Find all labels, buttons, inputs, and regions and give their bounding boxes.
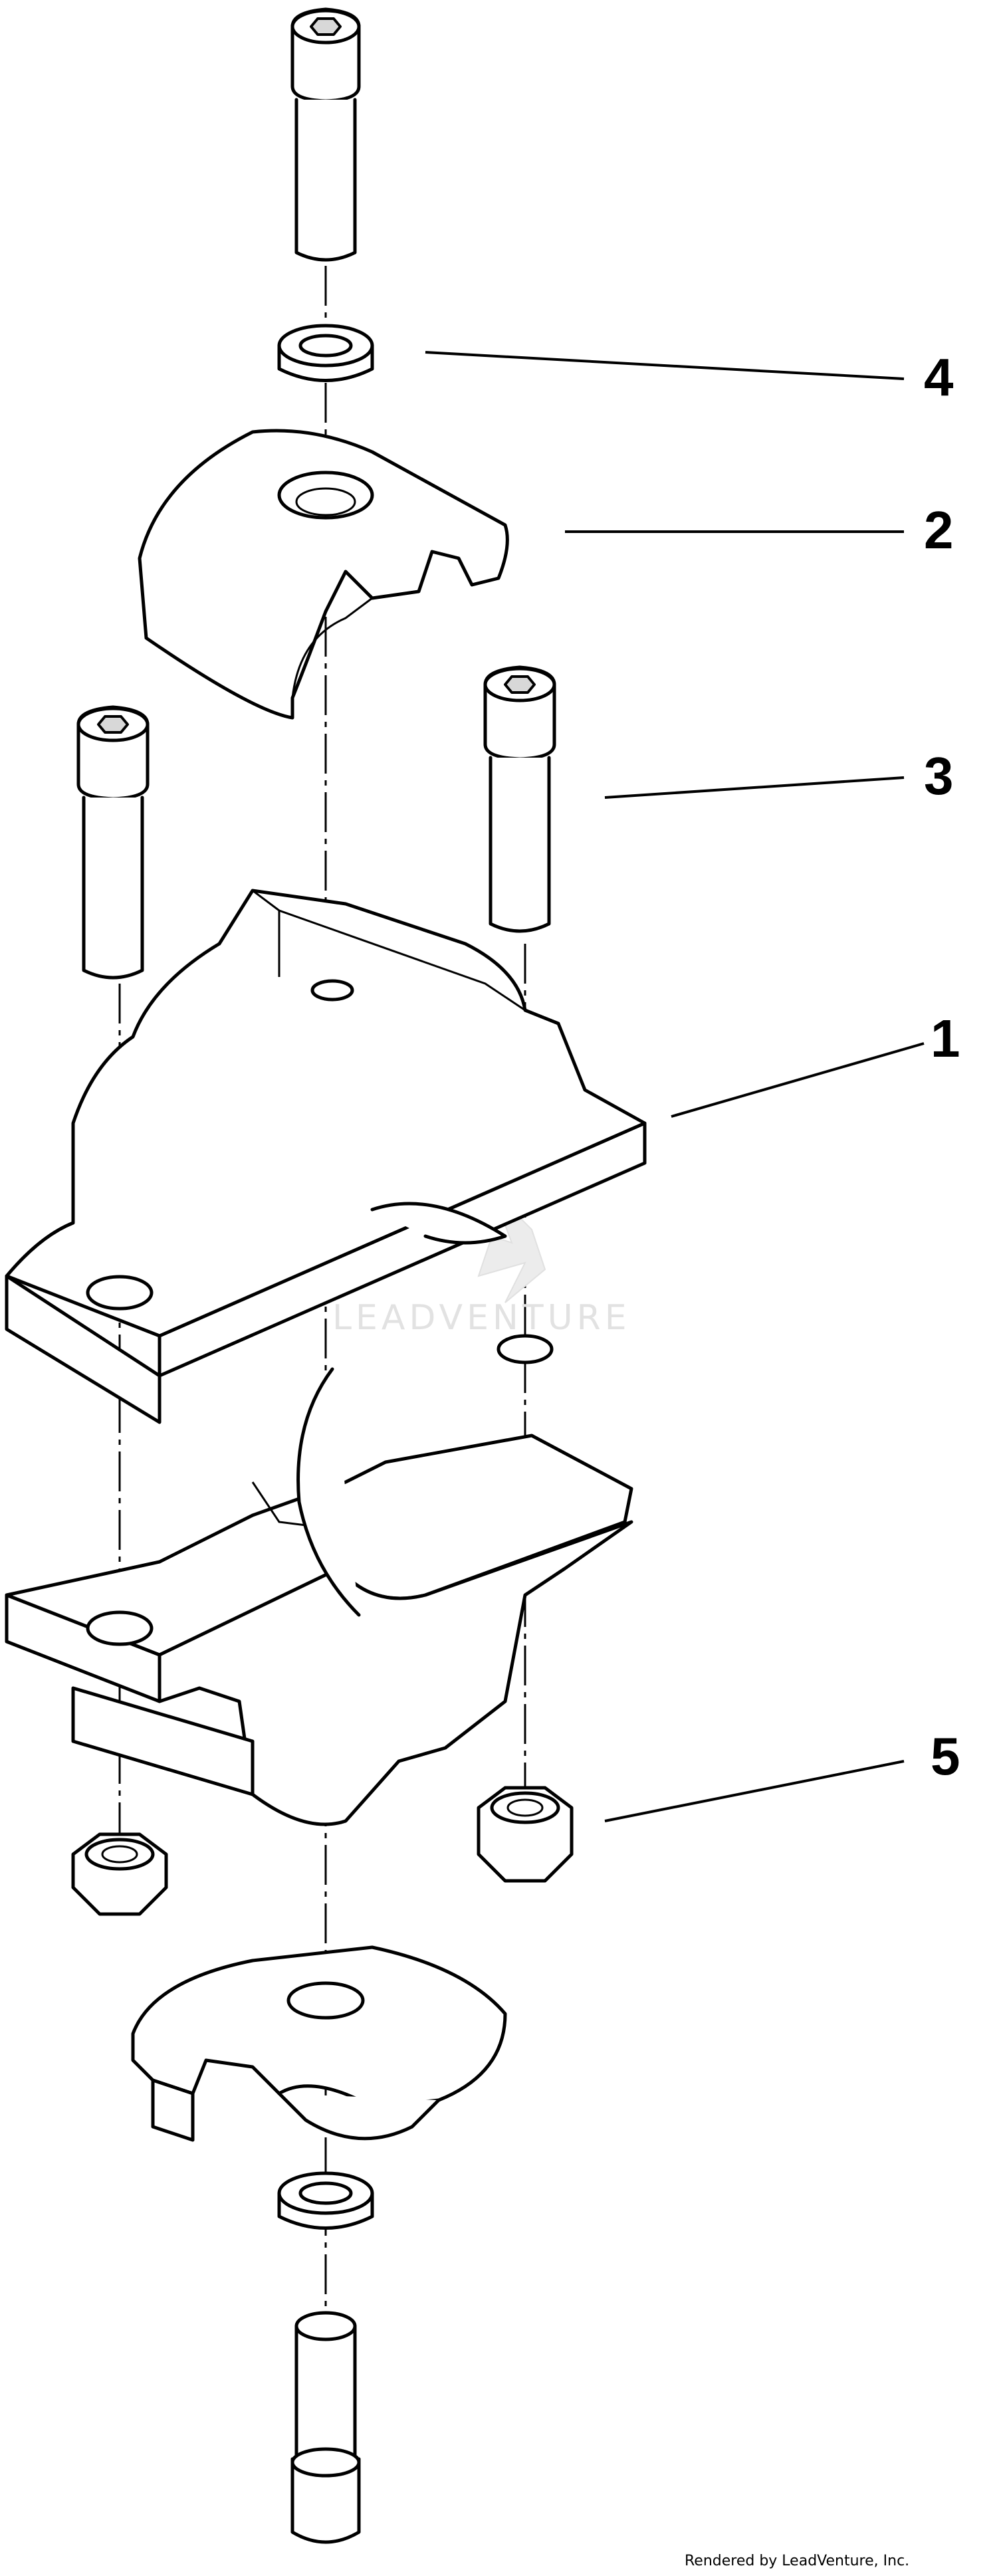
clamp-body-lower — [5, 1334, 633, 1826]
bottom-cap-screw — [290, 2311, 361, 2544]
callout-2: 2 — [924, 500, 954, 560]
callout-5: 5 — [931, 1727, 960, 1786]
right-hex-nut — [477, 1786, 574, 1883]
watermark: LEADVENTURE — [332, 1189, 631, 1338]
bottom-clamp-cap — [131, 1945, 507, 2142]
left-hex-nut — [71, 1832, 168, 1916]
right-cap-screw — [483, 665, 556, 933]
leader-lines — [425, 351, 925, 1822]
watermark-text: LEADVENTURE — [332, 1298, 631, 1338]
callout-3: 3 — [924, 746, 954, 805]
clamp-body-upper — [5, 889, 647, 1424]
callout-4: 4 — [924, 348, 954, 407]
top-clamp-cap — [138, 429, 509, 720]
render-credit: Rendered by LeadVenture, Inc. — [685, 2553, 909, 2569]
callout-1: 1 — [931, 1009, 960, 1068]
bottom-lock-washer — [277, 2171, 374, 2230]
left-cap-screw — [76, 705, 150, 980]
top-lock-washer — [277, 324, 374, 382]
callout-labels: 4 2 3 1 5 — [924, 348, 960, 1786]
top-cap-screw — [290, 7, 361, 262]
